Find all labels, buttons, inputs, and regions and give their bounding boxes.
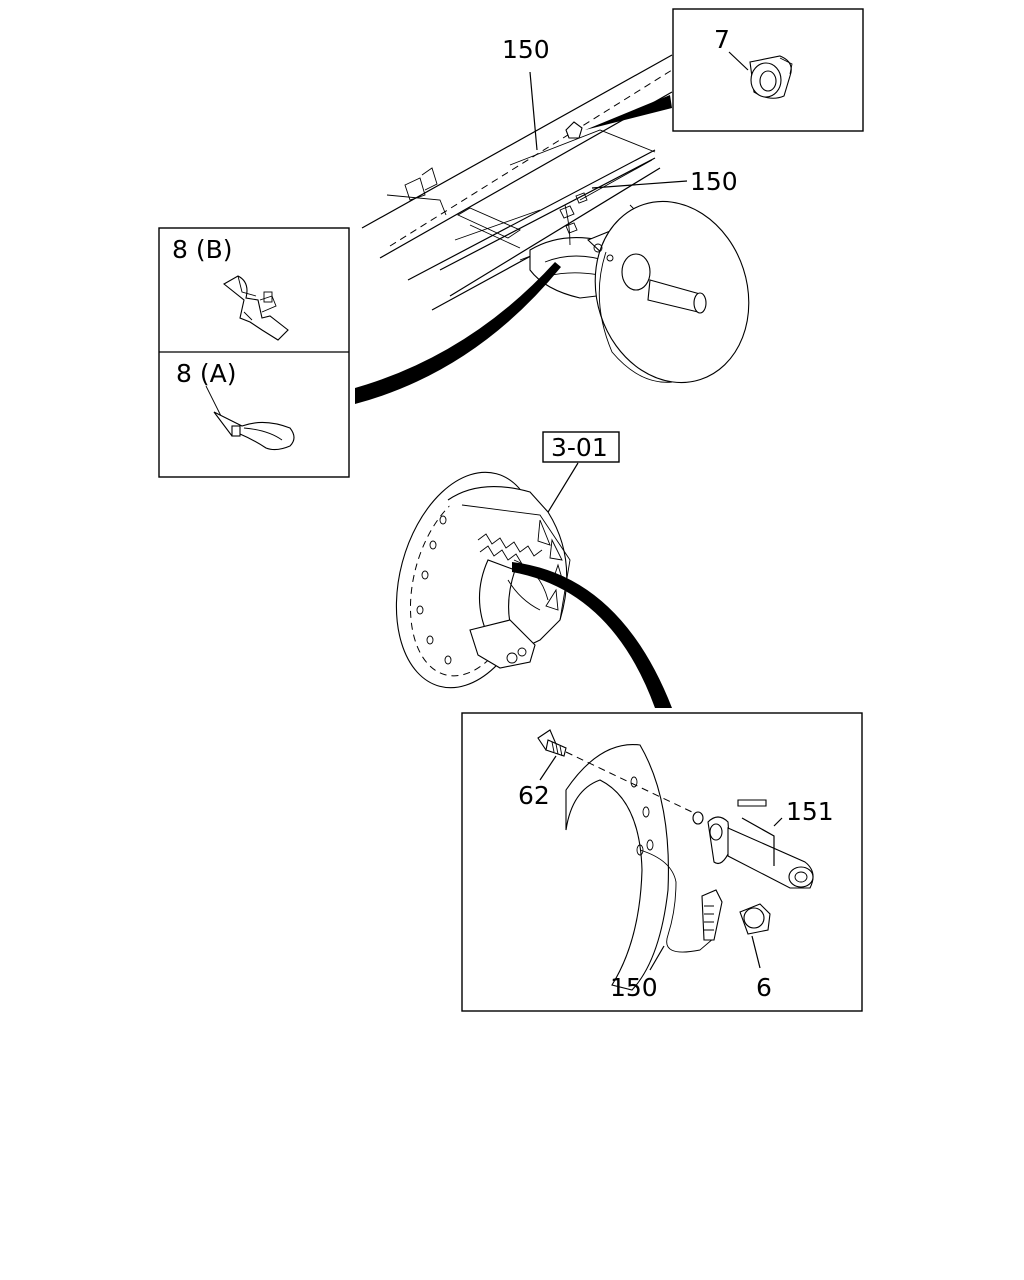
callout-7: 7 xyxy=(714,25,730,54)
callout-150-detail: 150 xyxy=(610,973,658,1002)
detail-box-7: 7 xyxy=(672,8,864,132)
sensor-holder-151-icon xyxy=(707,799,814,889)
washer-icon xyxy=(692,811,704,825)
leader-150-top xyxy=(529,71,538,151)
ref-label-3-01: 3-01 xyxy=(551,433,608,462)
callout-150-mid: 150 xyxy=(690,167,738,196)
clip-icon xyxy=(749,55,793,99)
detail-box-8: 8 (B) 8 (A) xyxy=(158,227,350,478)
callout-150-top: 150 xyxy=(502,35,550,64)
cable-tie-icon xyxy=(205,385,295,451)
callout-62: 62 xyxy=(518,781,550,810)
sensor-detail-box: 62 151 150 6 xyxy=(461,712,863,1012)
callout-8b: 8 (B) xyxy=(172,235,233,264)
ref-box-3-01 xyxy=(542,431,620,463)
callout-151: 151 xyxy=(786,797,834,826)
bushing-6-icon xyxy=(739,903,771,935)
brake-drum-assembly xyxy=(395,471,571,689)
chassis-frame-view xyxy=(361,54,750,384)
pointer-to-box-7 xyxy=(585,95,672,130)
leader-150-mid xyxy=(591,180,688,189)
bolt-62-icon xyxy=(537,729,567,757)
callout-8a: 8 (A) xyxy=(176,359,236,388)
sensor-cable-150-icon xyxy=(639,849,723,953)
hose-clamp-icon xyxy=(223,275,289,341)
pointer-to-sensor-detail xyxy=(512,562,672,708)
callout-6: 6 xyxy=(756,973,772,1002)
pointer-to-box-8 xyxy=(355,262,561,404)
